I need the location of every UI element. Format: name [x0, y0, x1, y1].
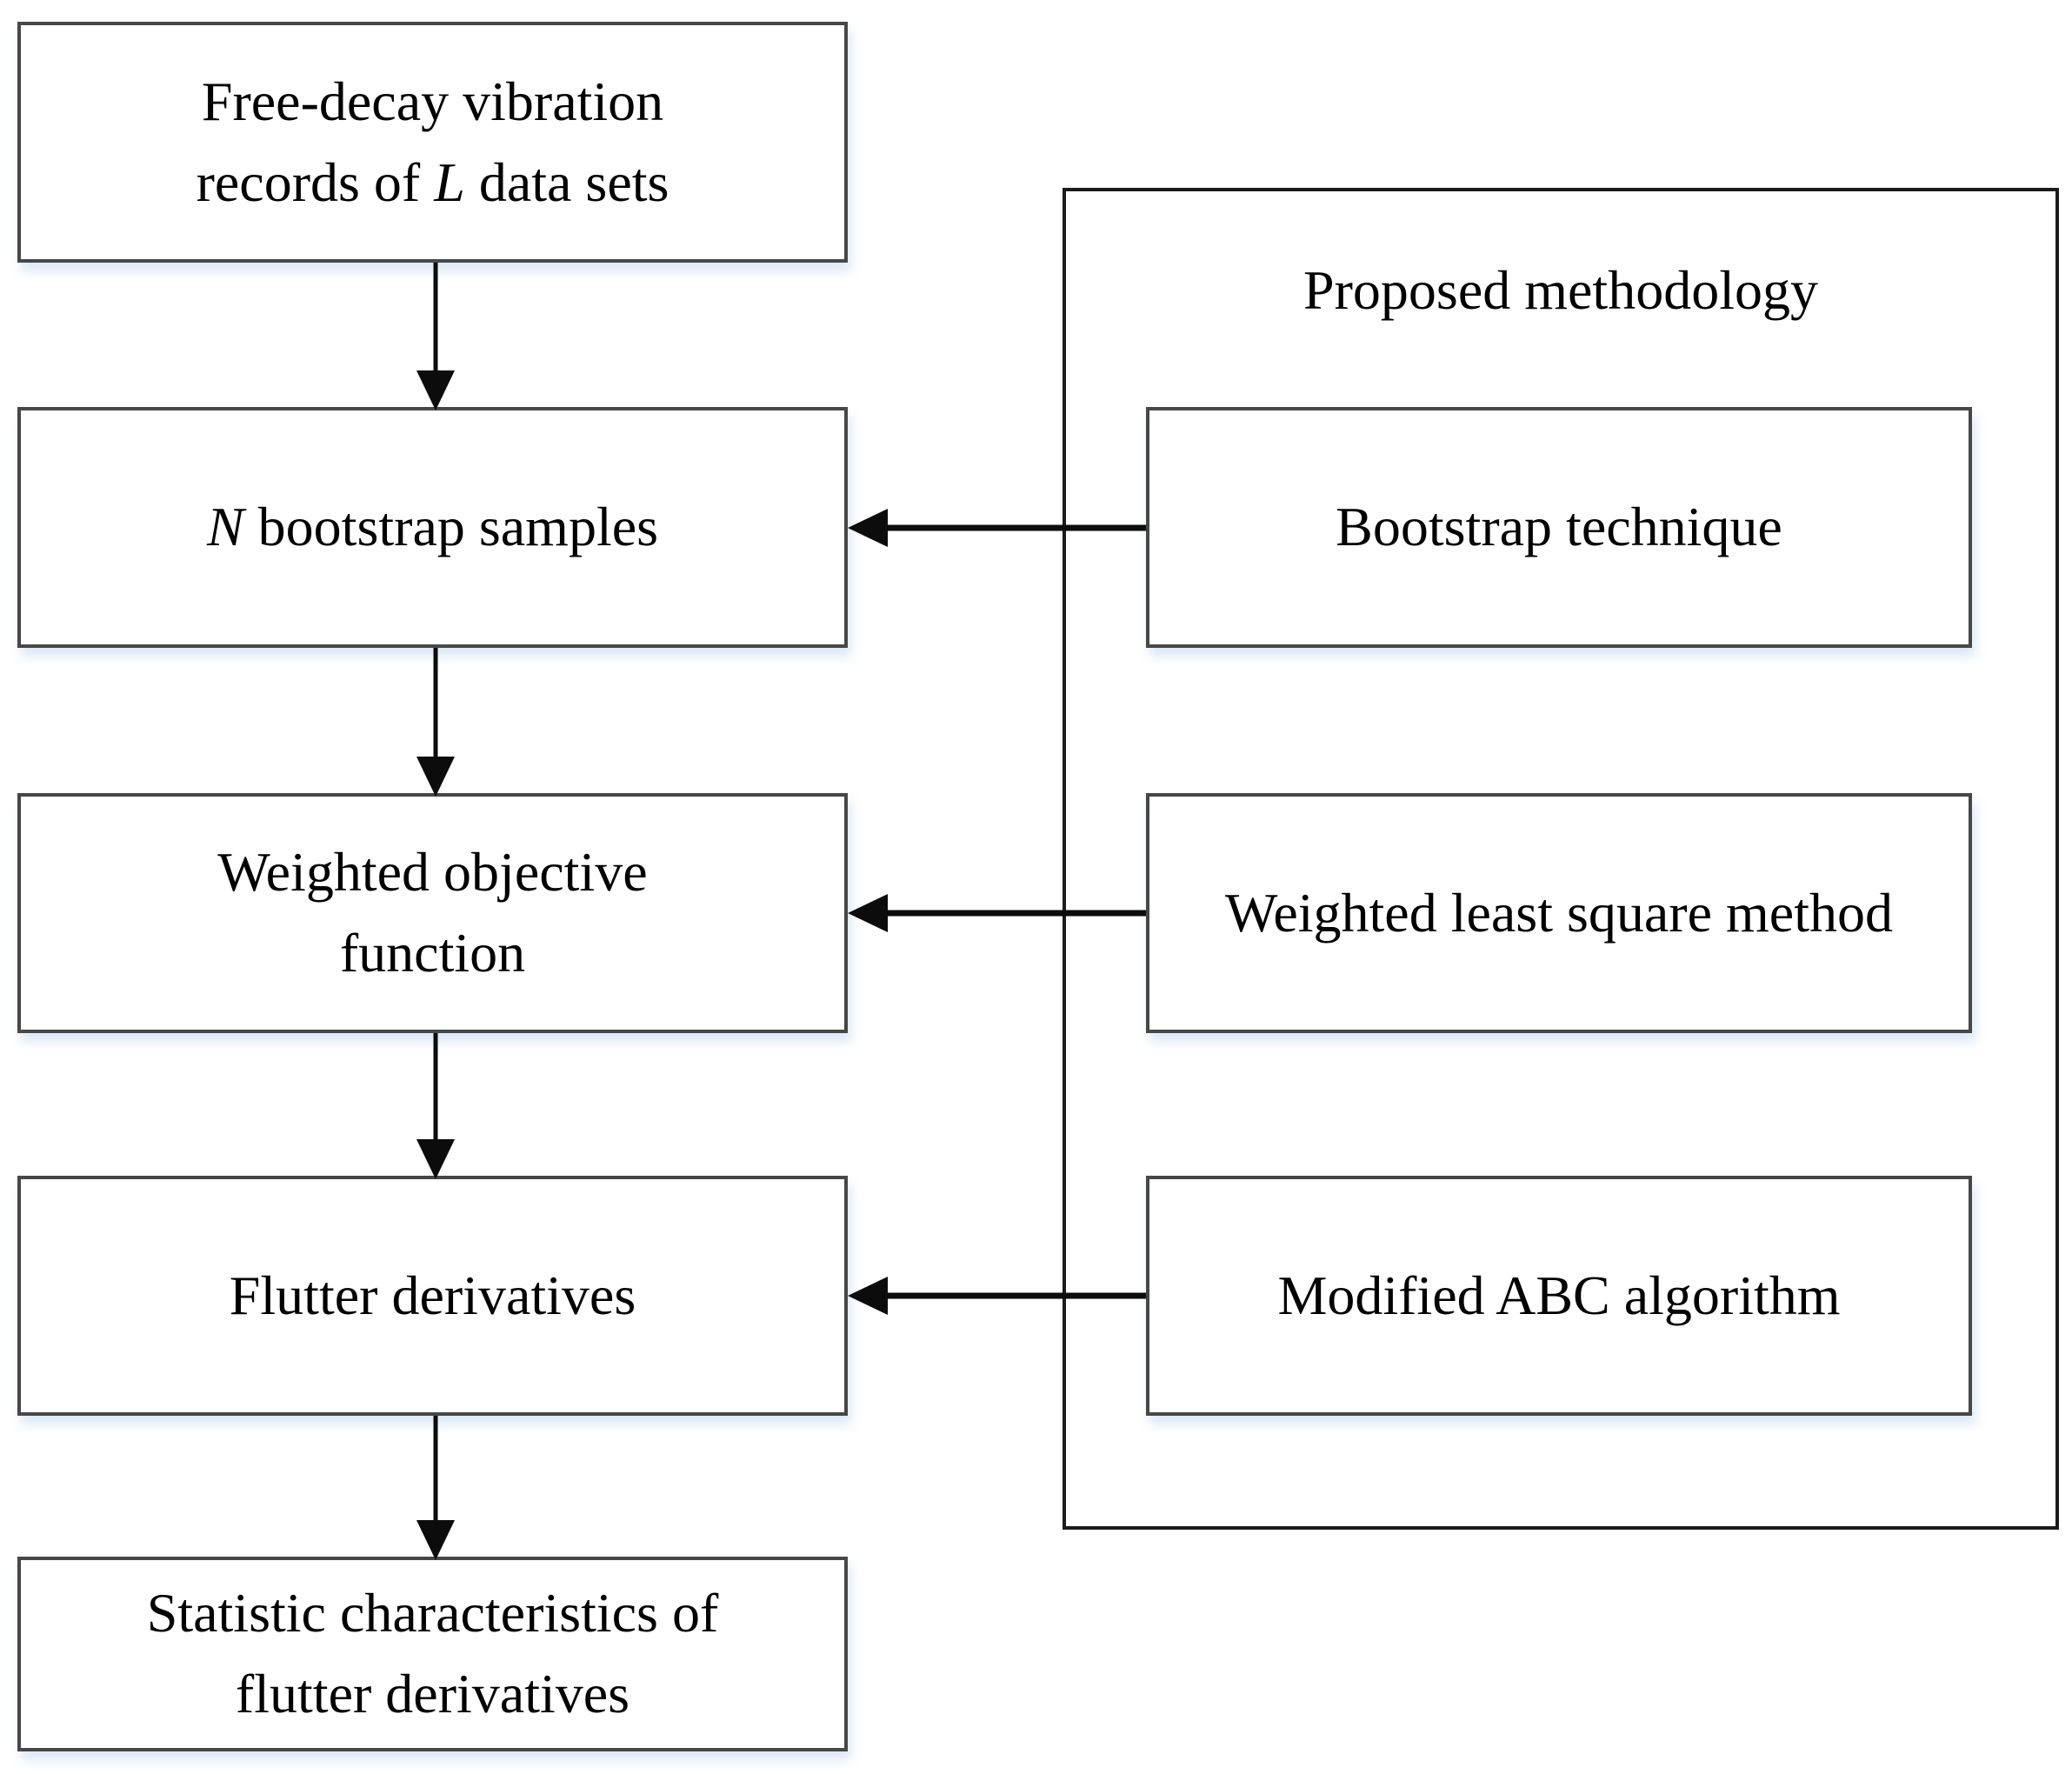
arrow-down-icon	[416, 1520, 455, 1560]
arrow-down-icon	[416, 757, 455, 797]
box-modified-abc-algorithm: Modified ABC algorithm	[1146, 1176, 1972, 1416]
arrow-down-weighted-objective-to-flutter-derivatives	[410, 1033, 462, 1179]
variable-L: L	[434, 150, 465, 213]
arrow-shaft	[433, 1033, 438, 1143]
arrow-left-bootstrap-technique-to-bootstrap-samples	[848, 506, 1146, 550]
arrow-down-flutter-derivatives-to-statistic-characteristics	[410, 1416, 462, 1560]
arrow-shaft	[433, 263, 438, 374]
box-bootstrap-technique-label: Bootstrap technique	[1336, 496, 1782, 558]
bootstrap-samples-text: bootstrap samples	[243, 496, 659, 558]
free-decay-line2-pre: records of	[196, 150, 435, 213]
box-flutter-derivatives: Flutter derivatives	[17, 1176, 848, 1416]
weighted-objective-line1: Weighted objective	[217, 841, 648, 904]
arrow-down-bootstrap-samples-to-weighted-objective	[410, 648, 462, 797]
box-statistic-characteristics-label: Statistic characteristics of flutter der…	[147, 1573, 719, 1735]
arrow-down-free-decay-to-bootstrap-samples	[410, 263, 462, 410]
arrow-shaft	[433, 648, 438, 760]
box-weighted-objective-function-label: Weighted objective function	[217, 832, 647, 994]
arrow-shaft	[884, 524, 1146, 531]
arrow-left-icon	[848, 509, 888, 547]
statistic-characteristics-line1: Statistic characteristics of	[146, 1582, 719, 1644]
box-modified-abc-algorithm-label: Modified ABC algorithm	[1277, 1264, 1841, 1326]
box-flutter-derivatives-label: Flutter derivatives	[229, 1264, 636, 1326]
arrow-down-icon	[416, 370, 455, 410]
free-decay-line2-post: data sets	[464, 150, 670, 213]
variable-N: N	[206, 496, 244, 558]
box-free-decay-records-label: Free-decay vibration records of L data s…	[197, 62, 670, 223]
box-weighted-least-square-method-label: Weighted least square method	[1225, 881, 1893, 944]
box-free-decay-records: Free-decay vibration records of L data s…	[17, 22, 848, 263]
arrow-left-icon	[848, 1277, 888, 1315]
box-weighted-objective-function: Weighted objective function	[17, 793, 848, 1033]
arrow-down-icon	[416, 1139, 455, 1179]
arrow-left-modified-abc-to-flutter-derivatives	[848, 1274, 1146, 1317]
box-bootstrap-samples: N bootstrap samples	[17, 407, 848, 648]
arrow-left-icon	[848, 894, 888, 932]
arrow-left-weighted-least-square-to-weighted-objective	[848, 891, 1146, 935]
statistic-characteristics-line2: flutter derivatives	[235, 1663, 630, 1724]
arrow-shaft	[884, 910, 1146, 917]
box-weighted-least-square-method: Weighted least square method	[1146, 793, 1972, 1033]
free-decay-line1: Free-decay vibration	[201, 70, 664, 132]
arrow-shaft	[433, 1416, 438, 1524]
box-bootstrap-samples-label: N bootstrap samples	[207, 487, 658, 568]
box-statistic-characteristics: Statistic characteristics of flutter der…	[17, 1557, 848, 1751]
weighted-objective-line2: function	[339, 922, 526, 984]
box-bootstrap-technique: Bootstrap technique	[1146, 407, 1972, 648]
arrow-shaft	[884, 1292, 1146, 1299]
proposed-methodology-title: Proposed methodology	[1303, 259, 1818, 321]
